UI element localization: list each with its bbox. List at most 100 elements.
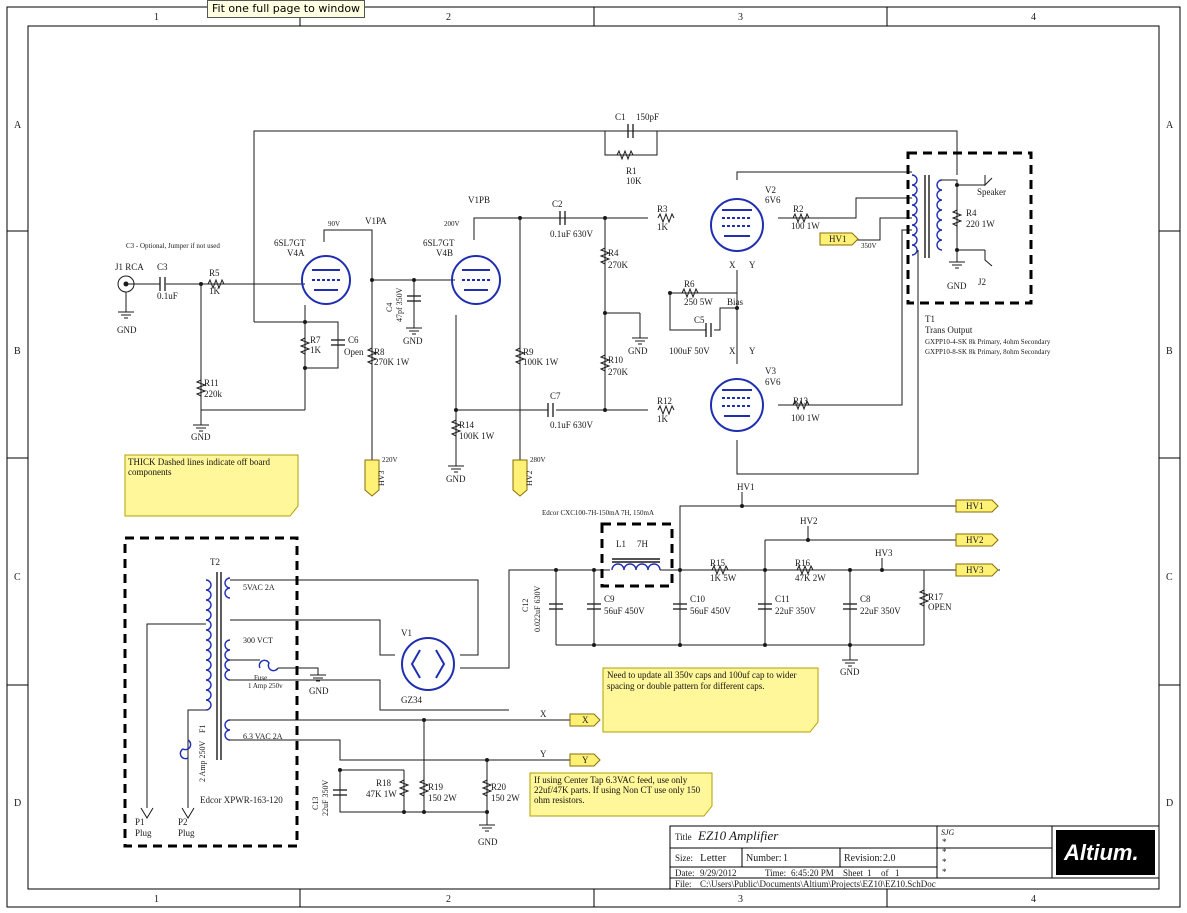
schematic-label: 100K 1W — [523, 357, 559, 367]
schematic-label: 100 1W — [791, 413, 820, 423]
schematic-label: R1 — [626, 166, 637, 176]
schematic-label: R15 — [710, 558, 726, 568]
tube-v2 — [710, 198, 764, 252]
schematic-label: C6 — [348, 335, 359, 345]
capacitor-c11 — [758, 603, 772, 610]
schematic-label: C10 — [690, 594, 706, 604]
schematic-label: 6V6 — [765, 195, 781, 205]
schematic-label: Letter — [700, 852, 727, 864]
schematic-label: R8 — [374, 347, 385, 357]
resistor-r6 — [681, 287, 699, 299]
schematic-label: 2.0 — [883, 853, 896, 864]
resistor-r12 — [657, 404, 675, 416]
schematic-label: 22uF 350V — [775, 606, 816, 616]
tube-v4b — [451, 255, 501, 305]
schematic-label: R6 — [684, 279, 695, 289]
schematic-label: HV2 — [525, 470, 534, 486]
resistor-r19 — [418, 779, 430, 797]
resistor-r9 — [514, 347, 526, 365]
resistor-r4b — [951, 209, 963, 227]
tubes — [301, 198, 764, 691]
col-label: 2 — [446, 894, 451, 905]
schematic-label: * — [942, 837, 947, 847]
capacitor-c2 — [559, 211, 566, 225]
resistor-r3 — [657, 212, 675, 224]
schematic-label: V4B — [436, 248, 453, 258]
schematic-label: R4 — [608, 248, 619, 258]
plug-p2 — [181, 807, 195, 819]
schematic-label: Speaker — [977, 187, 1006, 197]
schematic-label: J2 — [978, 277, 986, 287]
port-hv3-down — [364, 459, 380, 497]
schematic-label: GND — [309, 686, 329, 696]
schematic-label: 100 1W — [791, 221, 820, 231]
port-x — [569, 713, 601, 727]
transformer-t1 — [911, 174, 943, 258]
schematic-label: 280V — [530, 456, 546, 464]
schematic-label: 2 Amp 250V — [198, 740, 207, 782]
schematic-label: HV2 — [800, 516, 818, 526]
schematic-label: C1 — [615, 112, 626, 122]
fuse-symbol — [258, 659, 279, 672]
schematic-label: 10K — [626, 176, 642, 186]
capacitor-c3 — [159, 277, 166, 291]
schematic-label: 220 1W — [966, 219, 995, 229]
schematic-label: 1K — [657, 222, 669, 232]
schematic-label: HV1 — [829, 234, 847, 244]
schematic-label: V1PA — [365, 216, 387, 226]
schematic-label: V2 — [765, 185, 776, 195]
port-hv2-right — [955, 533, 999, 547]
resistor-r11 — [195, 379, 207, 397]
schematic-label: R12 — [657, 396, 672, 406]
schematic-label: 1K — [657, 414, 669, 424]
schematic-label: C9 — [604, 594, 615, 604]
schematic-label: R5 — [209, 268, 220, 278]
schematic-label: 220V — [382, 456, 398, 464]
schematic-label: 220k — [204, 389, 223, 399]
schematic-label: Number: — [746, 853, 782, 864]
schematic-label: Date: — [675, 868, 695, 878]
schematic-label: L1 — [616, 539, 626, 549]
schematic-label: 47pf 350V — [395, 287, 404, 322]
capacitor-c10 — [673, 603, 687, 610]
capacitor-c13 — [333, 789, 347, 796]
schematic-label: 270K 1W — [374, 357, 410, 367]
schematic-label: V1PB — [468, 195, 490, 205]
port-hv1-v2 — [819, 232, 859, 246]
col-label: 4 — [1031, 12, 1036, 23]
schematic-label: Plug — [135, 828, 152, 838]
schematic-label: C2 — [552, 199, 563, 209]
schematic-label: 6.3 VAC 2A — [243, 732, 283, 741]
schematic-label: 270K — [608, 367, 629, 377]
schematic-label: GND — [191, 432, 211, 442]
schematic-label: Fuse — [254, 674, 267, 682]
schematic-label: 100K 1W — [459, 431, 495, 441]
junctions — [199, 183, 959, 814]
resistor-r15 — [711, 564, 729, 576]
schematic-label: HV3 — [966, 565, 984, 575]
schematic-label: C11 — [775, 594, 790, 604]
tube-v3 — [710, 378, 764, 432]
schematic-label: Title — [675, 832, 692, 842]
schematic-label: 1K — [310, 345, 322, 355]
altium-logo — [1056, 830, 1155, 875]
schematic-label: R14 — [459, 420, 475, 430]
capacitor-c1 — [627, 124, 634, 138]
schematic-label: HV1 — [737, 482, 755, 492]
schematic-label: 22uF 350V — [321, 780, 330, 816]
schematic-label: GND — [628, 346, 648, 356]
notes — [124, 454, 819, 817]
port-labels: HV1 HV2 HV3 HV1 X Y HV3 HV2 — [377, 234, 984, 765]
resistor-r20 — [481, 779, 493, 797]
schematic-label: 22uF 350V — [860, 606, 901, 616]
port-hv1-right — [955, 499, 999, 513]
schematic-label: 7H — [637, 539, 649, 549]
schematic-label: R9 — [523, 347, 534, 357]
resistor-r7 — [299, 337, 311, 355]
magnetics — [179, 174, 943, 760]
schematic-label: P1 — [135, 817, 145, 827]
schematic-label: Bias — [727, 297, 743, 307]
file-path: C:\Users\Public\Documents\Altium\Project… — [700, 879, 936, 889]
schematic-label: R4 — [966, 208, 977, 218]
schematic-label: P2 — [178, 817, 188, 827]
